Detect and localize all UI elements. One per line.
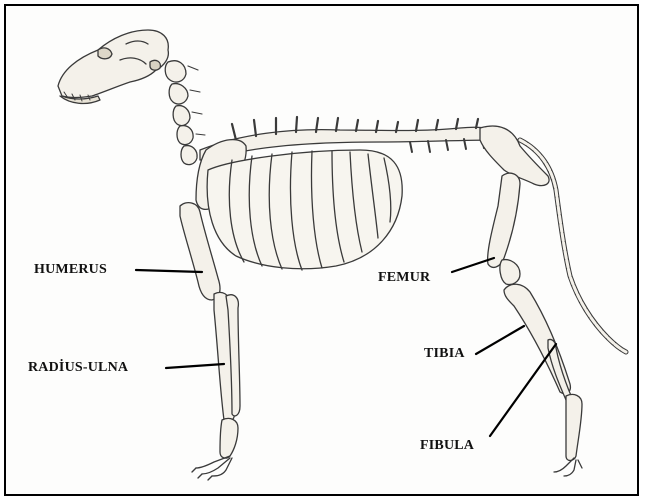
femur-bone	[488, 173, 520, 267]
tibia-leader	[476, 326, 524, 354]
femur-label: FEMUR	[378, 270, 430, 286]
humerus-leader	[136, 270, 202, 272]
radius-ulna-leader	[166, 364, 224, 368]
hind-paw	[554, 394, 582, 476]
skull	[58, 30, 168, 103]
fibula-label: FIBULA	[420, 438, 474, 454]
radius-ulna-label: RADİUS-ULNA	[28, 360, 128, 376]
front-paw	[192, 418, 238, 480]
rib-cage	[207, 150, 402, 270]
neck-vertebrae	[165, 61, 205, 165]
tibia-label: TIBIA	[424, 346, 465, 362]
fibula-leader	[490, 344, 556, 436]
femur-leader	[452, 258, 494, 272]
humerus-label: HUMERUS	[34, 262, 107, 278]
